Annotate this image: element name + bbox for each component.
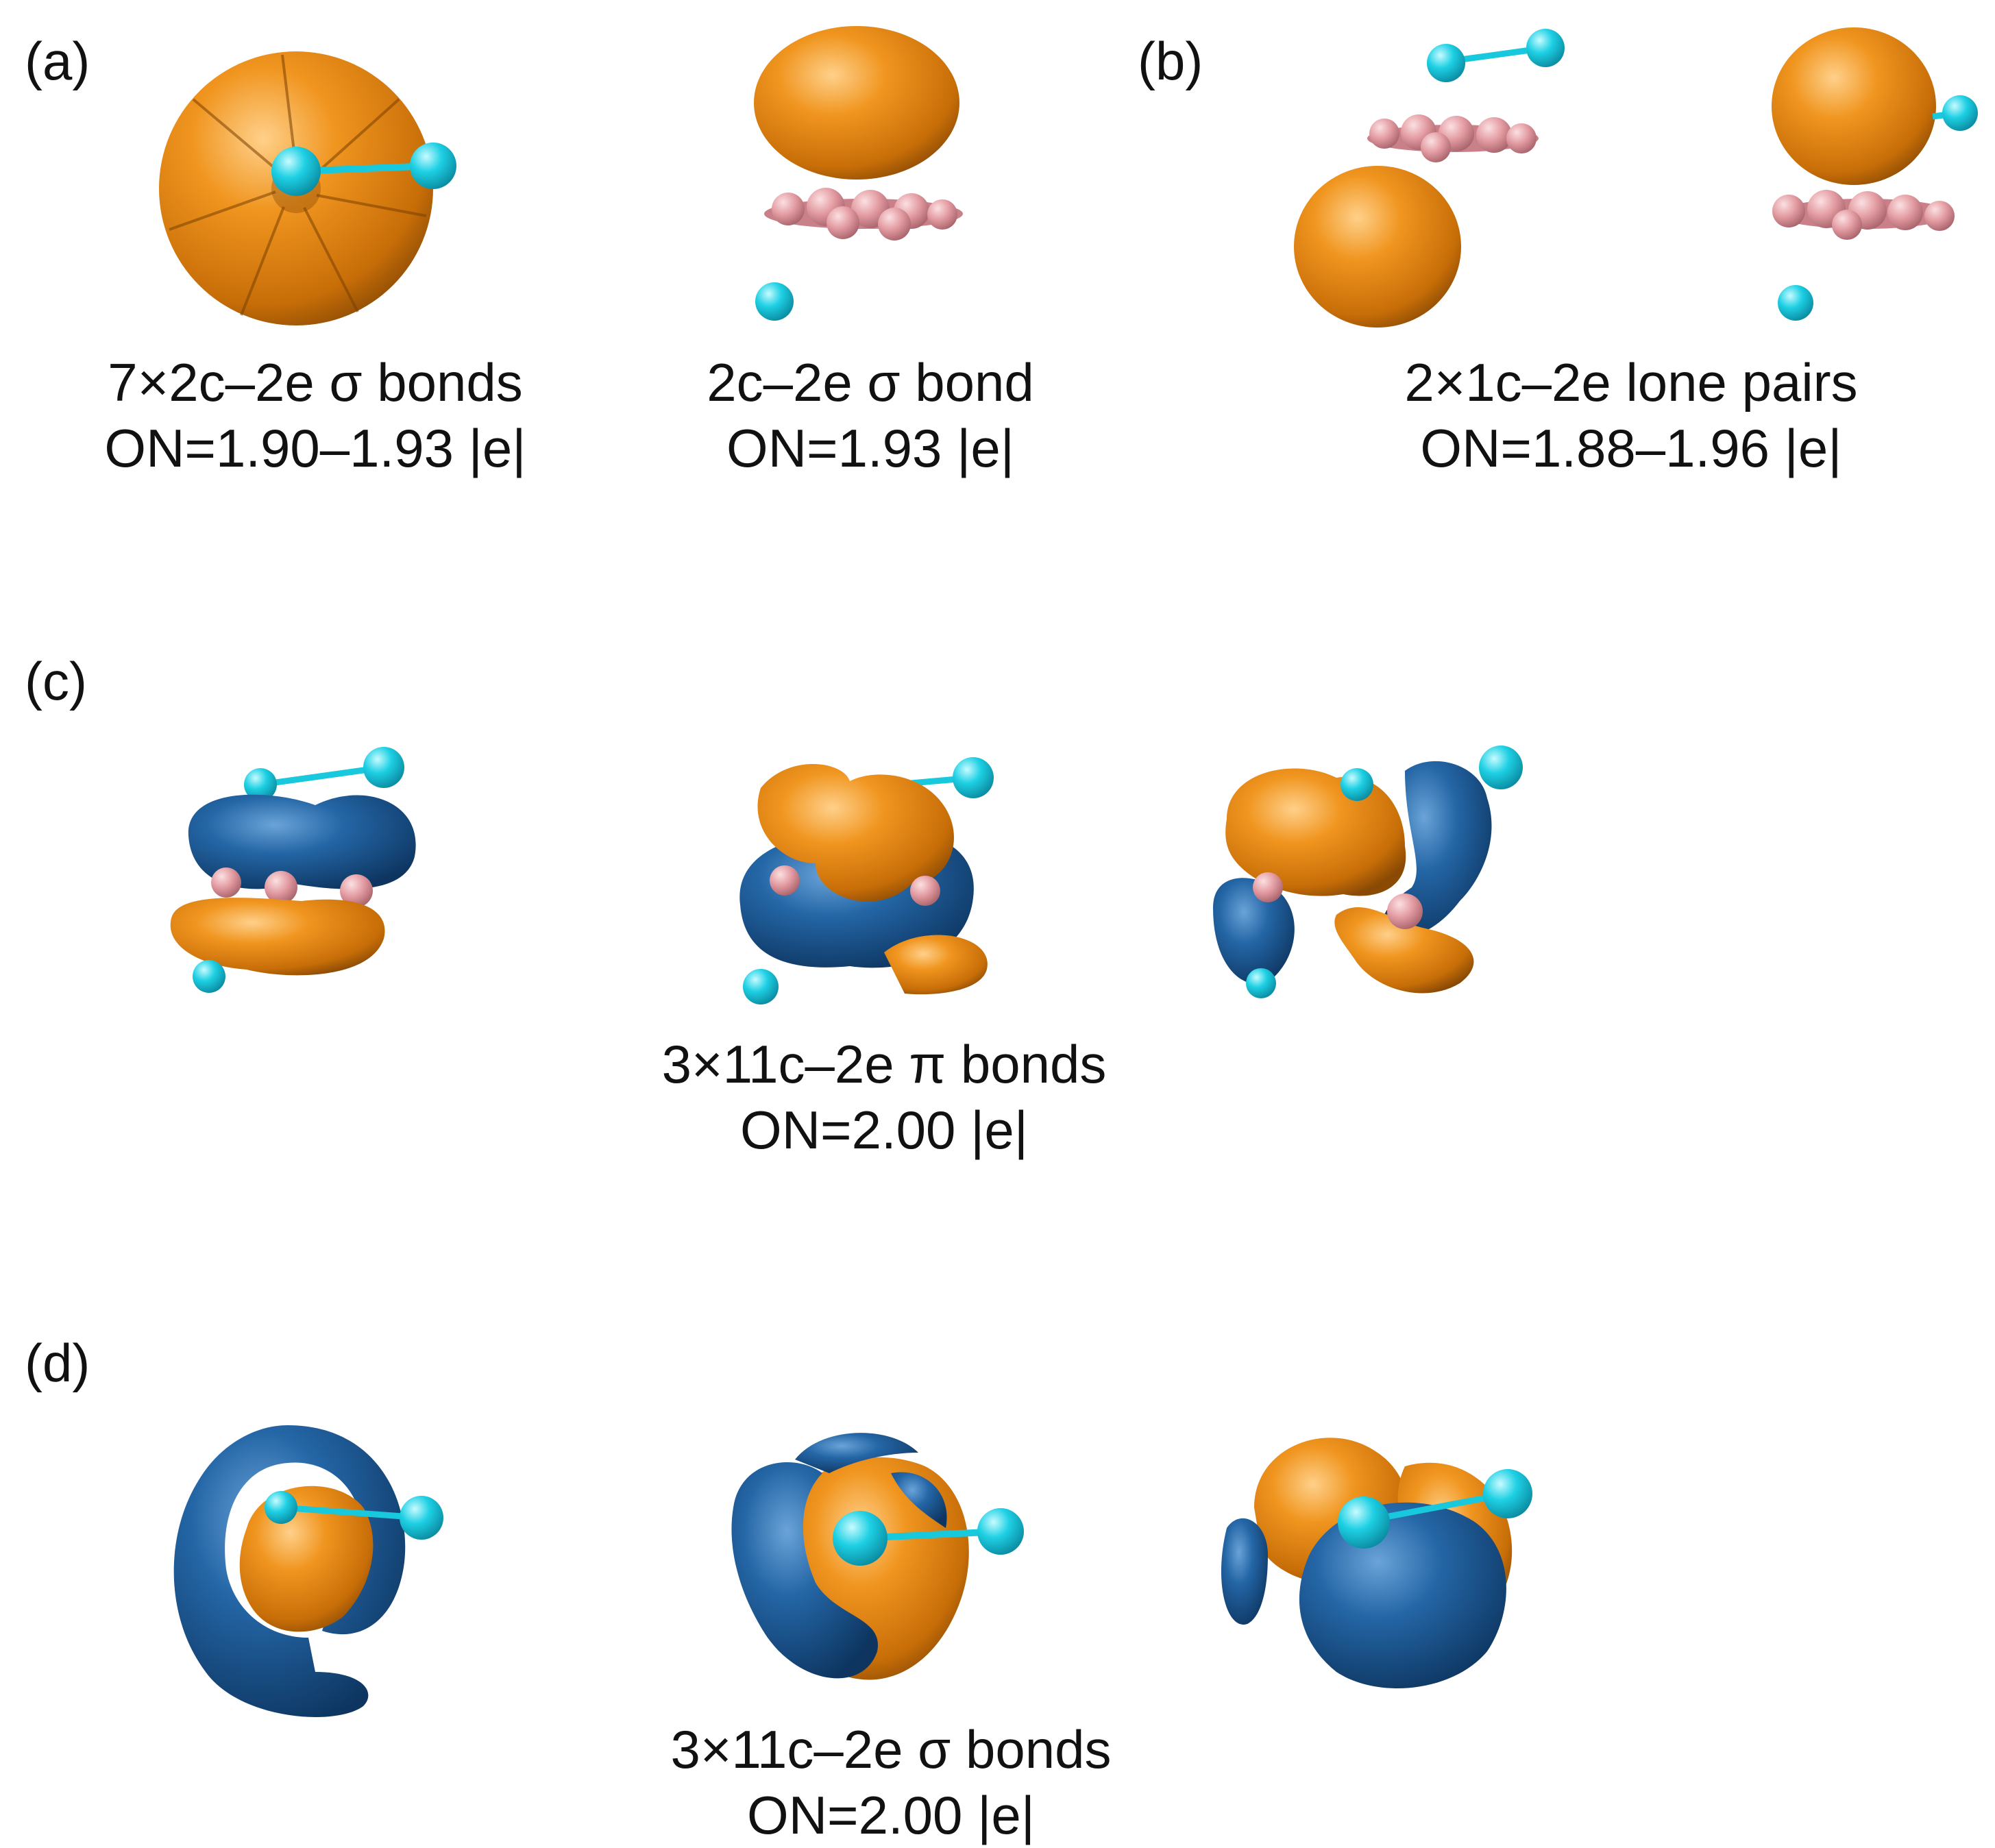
cyan-atom xyxy=(755,282,794,321)
caption-c: 3×11c–2e π bonds ON=2.00 |e| xyxy=(603,1031,1165,1163)
orbital-a2-sigma-bond xyxy=(754,26,963,321)
orbital-c2-pi-bond xyxy=(739,757,994,1005)
boron-ring xyxy=(1367,114,1539,162)
panel-a-label: (a) xyxy=(25,31,90,91)
orbital-d1-sigma-bond xyxy=(173,1425,443,1717)
panel-b-label: (b) xyxy=(1138,31,1203,91)
cyan-atom xyxy=(1427,44,1465,82)
blue-lobe xyxy=(1299,1502,1506,1688)
caption-line: ON=1.88–1.96 |e| xyxy=(1420,418,1842,478)
blue-lobe xyxy=(731,1462,878,1679)
caption-line: 3×11c–2e π bonds xyxy=(661,1034,1107,1094)
cyan-atom xyxy=(271,147,321,196)
cyan-atom xyxy=(1778,285,1813,321)
caption-line: ON=2.00 |e| xyxy=(740,1100,1028,1160)
panel-c-label: (c) xyxy=(25,651,87,711)
caption-a1: 7×2c–2e σ bonds ON=1.90–1.93 |e| xyxy=(41,349,589,481)
cyan-atom xyxy=(1483,1469,1532,1518)
orange-lobe xyxy=(1772,27,1936,185)
blue-lobe xyxy=(173,1425,406,1717)
orbital-c3-pi-bond xyxy=(1213,746,1523,998)
cyan-atom xyxy=(1479,746,1523,789)
cyan-atom xyxy=(1338,1496,1390,1549)
cyan-atom xyxy=(193,960,225,993)
orange-lobe xyxy=(1225,768,1406,896)
caption-a2: 2c–2e σ bond ON=1.93 |e| xyxy=(610,349,1131,481)
orbital-a1-seven-sigma-bonds xyxy=(159,51,456,325)
boron-ring xyxy=(1772,190,1955,240)
cyan-atom xyxy=(400,1496,443,1540)
orange-lobe xyxy=(239,1486,374,1632)
cyan-atom xyxy=(743,969,779,1005)
cyan-atom xyxy=(1942,95,1978,131)
caption-line: 2×1c–2e lone pairs xyxy=(1404,352,1858,412)
blue-lobe xyxy=(1382,761,1492,937)
cyan-atom xyxy=(953,757,994,798)
orbital-b1-lone-pair xyxy=(1294,29,1565,328)
cyan-atom xyxy=(977,1508,1024,1555)
caption-line: ON=2.00 |e| xyxy=(747,1785,1035,1845)
orange-lobe xyxy=(170,898,385,976)
cyan-atom xyxy=(363,747,404,788)
caption-line: 2c–2e σ bond xyxy=(707,352,1034,412)
cyan-atom xyxy=(410,143,456,189)
orange-lobe xyxy=(754,26,959,180)
orange-lobe xyxy=(757,764,954,902)
caption-line: ON=1.93 |e| xyxy=(726,418,1014,478)
caption-line: ON=1.90–1.93 |e| xyxy=(104,418,526,478)
orbital-b2-lone-pair xyxy=(1772,27,1978,321)
caption-d: 3×11c–2e σ bonds ON=2.00 |e| xyxy=(603,1716,1179,1848)
orbital-c1-pi-bond xyxy=(170,747,416,993)
cyan-atom xyxy=(1526,29,1565,67)
caption-b: 2×1c–2e lone pairs ON=1.88–1.96 |e| xyxy=(1343,349,1919,481)
boron-ring xyxy=(764,188,963,241)
caption-line: 3×11c–2e σ bonds xyxy=(670,1719,1112,1779)
orbital-d2-sigma-bond xyxy=(731,1433,1024,1680)
panel-d-label: (d) xyxy=(25,1333,90,1393)
cyan-atom xyxy=(1341,768,1373,801)
caption-line: 7×2c–2e σ bonds xyxy=(108,352,523,412)
orbital-d3-sigma-bond xyxy=(1221,1438,1532,1688)
blue-lobe xyxy=(188,794,416,889)
cyan-atom xyxy=(833,1511,888,1566)
orange-lobe xyxy=(1294,166,1461,328)
